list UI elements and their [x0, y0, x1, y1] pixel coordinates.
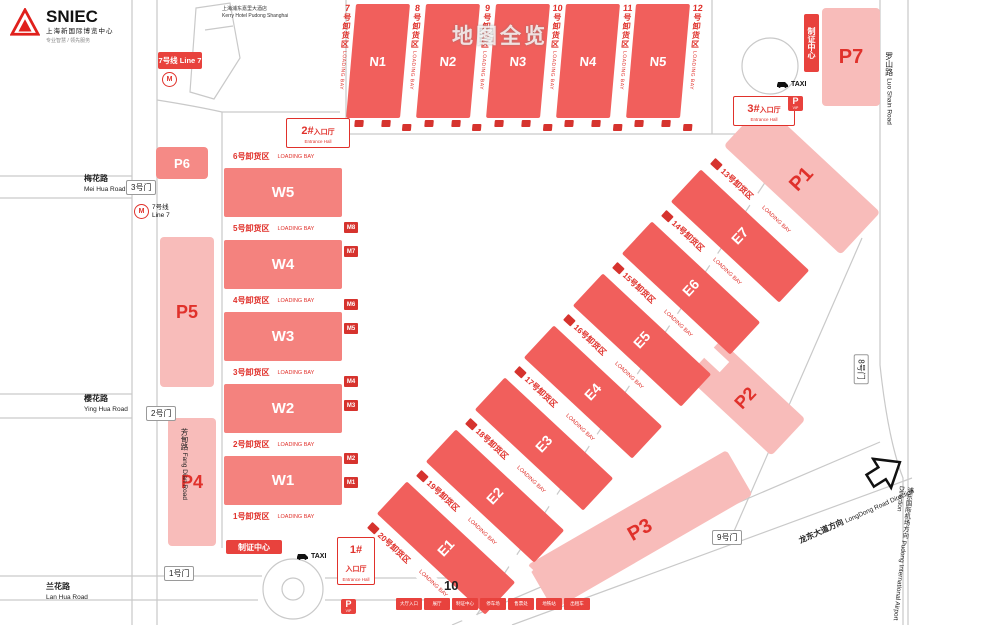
logo-name: SNIEC	[46, 7, 98, 26]
map-legend: 大厅入口 展厅 制证中心 停车场 售票处 地铁站 出租车	[396, 598, 590, 610]
car-icon	[777, 82, 788, 88]
hall-w5[interactable]: W5	[224, 168, 342, 217]
legend-item[interactable]: 制证中心	[452, 598, 478, 610]
gate-tag	[402, 124, 412, 131]
gate-10[interactable]: 10	[444, 578, 459, 593]
entrance-hall-3[interactable]: 3#入口厅 Entrance Hall	[733, 96, 795, 126]
legend-item[interactable]: 地铁站	[536, 598, 562, 610]
hall-w2[interactable]: W2	[224, 384, 342, 433]
gate-tag	[367, 521, 380, 535]
sniec-triangle-icon	[10, 8, 40, 36]
hall-n5[interactable]: N5	[625, 4, 691, 127]
gate-tag	[424, 120, 434, 127]
hall-n3[interactable]: N3	[485, 4, 551, 127]
sniec-logo: SNIEC 上海新国际博览中心 专业智慧 / 领先服务	[10, 8, 114, 44]
gate-tag	[634, 120, 644, 127]
gate-1[interactable]: 1号门	[164, 566, 195, 581]
metro-icon: M	[134, 204, 149, 219]
gate-9[interactable]: 9号门	[712, 530, 743, 545]
entrance-hall-1[interactable]: 1# 入口厅 Entrance Hall	[337, 537, 375, 585]
door-tag-m5: M5	[344, 323, 358, 334]
gate-tag	[472, 124, 482, 131]
car-icon	[297, 554, 308, 560]
hall-n1[interactable]: N1	[345, 4, 411, 127]
gate-tag	[494, 120, 504, 127]
parking-p5[interactable]: P5	[160, 237, 214, 387]
logo-tagline: 专业智慧 / 领先服务	[46, 38, 91, 44]
road-label-fangdian: 芳甸路 Fang Dian Road	[180, 428, 189, 500]
gate-8[interactable]: 8号门	[853, 354, 869, 385]
gate-tag	[612, 124, 623, 131]
gate-tag	[465, 417, 478, 431]
hall-n2[interactable]: N2	[415, 4, 481, 127]
gate-2[interactable]: 2号门	[146, 406, 177, 421]
metro-line7-badge[interactable]: 7号线 Line 7	[158, 52, 202, 69]
gate-tag	[612, 261, 625, 275]
parking-p6[interactable]: P6	[156, 147, 208, 179]
legend-item[interactable]: 停车场	[480, 598, 506, 610]
gate-3[interactable]: 3号门	[126, 180, 157, 195]
entrance-hall-2[interactable]: 2#入口厅 Entrance Hall	[286, 118, 350, 148]
door-tag-m4: M4	[344, 376, 358, 387]
parking-p7[interactable]: P7	[822, 8, 880, 106]
parking-p4[interactable]: P4	[168, 418, 216, 546]
gate-tag	[710, 157, 723, 171]
gate-tag	[661, 120, 672, 127]
road-label-luoshan: 罗山路 Luo Shain Road	[884, 52, 894, 125]
badge-center-south[interactable]: 制证中心	[226, 540, 282, 554]
legend-item[interactable]: 售票处	[508, 598, 534, 610]
gate-tag	[661, 209, 674, 223]
taxi-stand-south[interactable]: TAXI	[296, 552, 326, 560]
gate-tag	[354, 120, 364, 127]
gate-tag	[682, 124, 693, 131]
door-tag-m3: M3	[344, 400, 358, 411]
gate-tag	[451, 120, 461, 127]
hall-w1[interactable]: W1	[224, 456, 342, 505]
logo-cn: 上海新国际博览中心	[46, 28, 114, 35]
taxi-stand-northeast[interactable]: TAXI	[776, 80, 806, 88]
gate-tag	[563, 313, 576, 327]
gate-tag	[416, 469, 429, 483]
legend-item[interactable]: 大厅入口	[396, 598, 422, 610]
gate-tag	[521, 120, 531, 127]
gate-tag	[564, 120, 574, 127]
door-tag-m6: M6	[344, 299, 358, 310]
gate-tag	[542, 124, 553, 131]
door-tag-m8: M8	[344, 222, 358, 233]
door-tag-m7: M7	[344, 246, 358, 257]
badge-center-northeast[interactable]: 制证中心	[804, 14, 819, 72]
direction-arrow-icon	[864, 457, 902, 491]
legend-item[interactable]: 展厅	[424, 598, 450, 610]
door-tag-m2: M2	[344, 453, 358, 464]
metro-station-marker[interactable]: M	[162, 72, 177, 87]
legend-item[interactable]: 出租车	[564, 598, 590, 610]
door-tag-m1: M1	[344, 477, 358, 488]
hall-n4[interactable]: N4	[555, 4, 621, 127]
hall-w3[interactable]: W3	[224, 312, 342, 361]
gate-tag	[381, 120, 391, 127]
hall-w4[interactable]: W4	[224, 240, 342, 289]
metro-icon: M	[162, 72, 177, 87]
gate-tag	[514, 365, 527, 379]
gate-tag	[591, 120, 601, 127]
